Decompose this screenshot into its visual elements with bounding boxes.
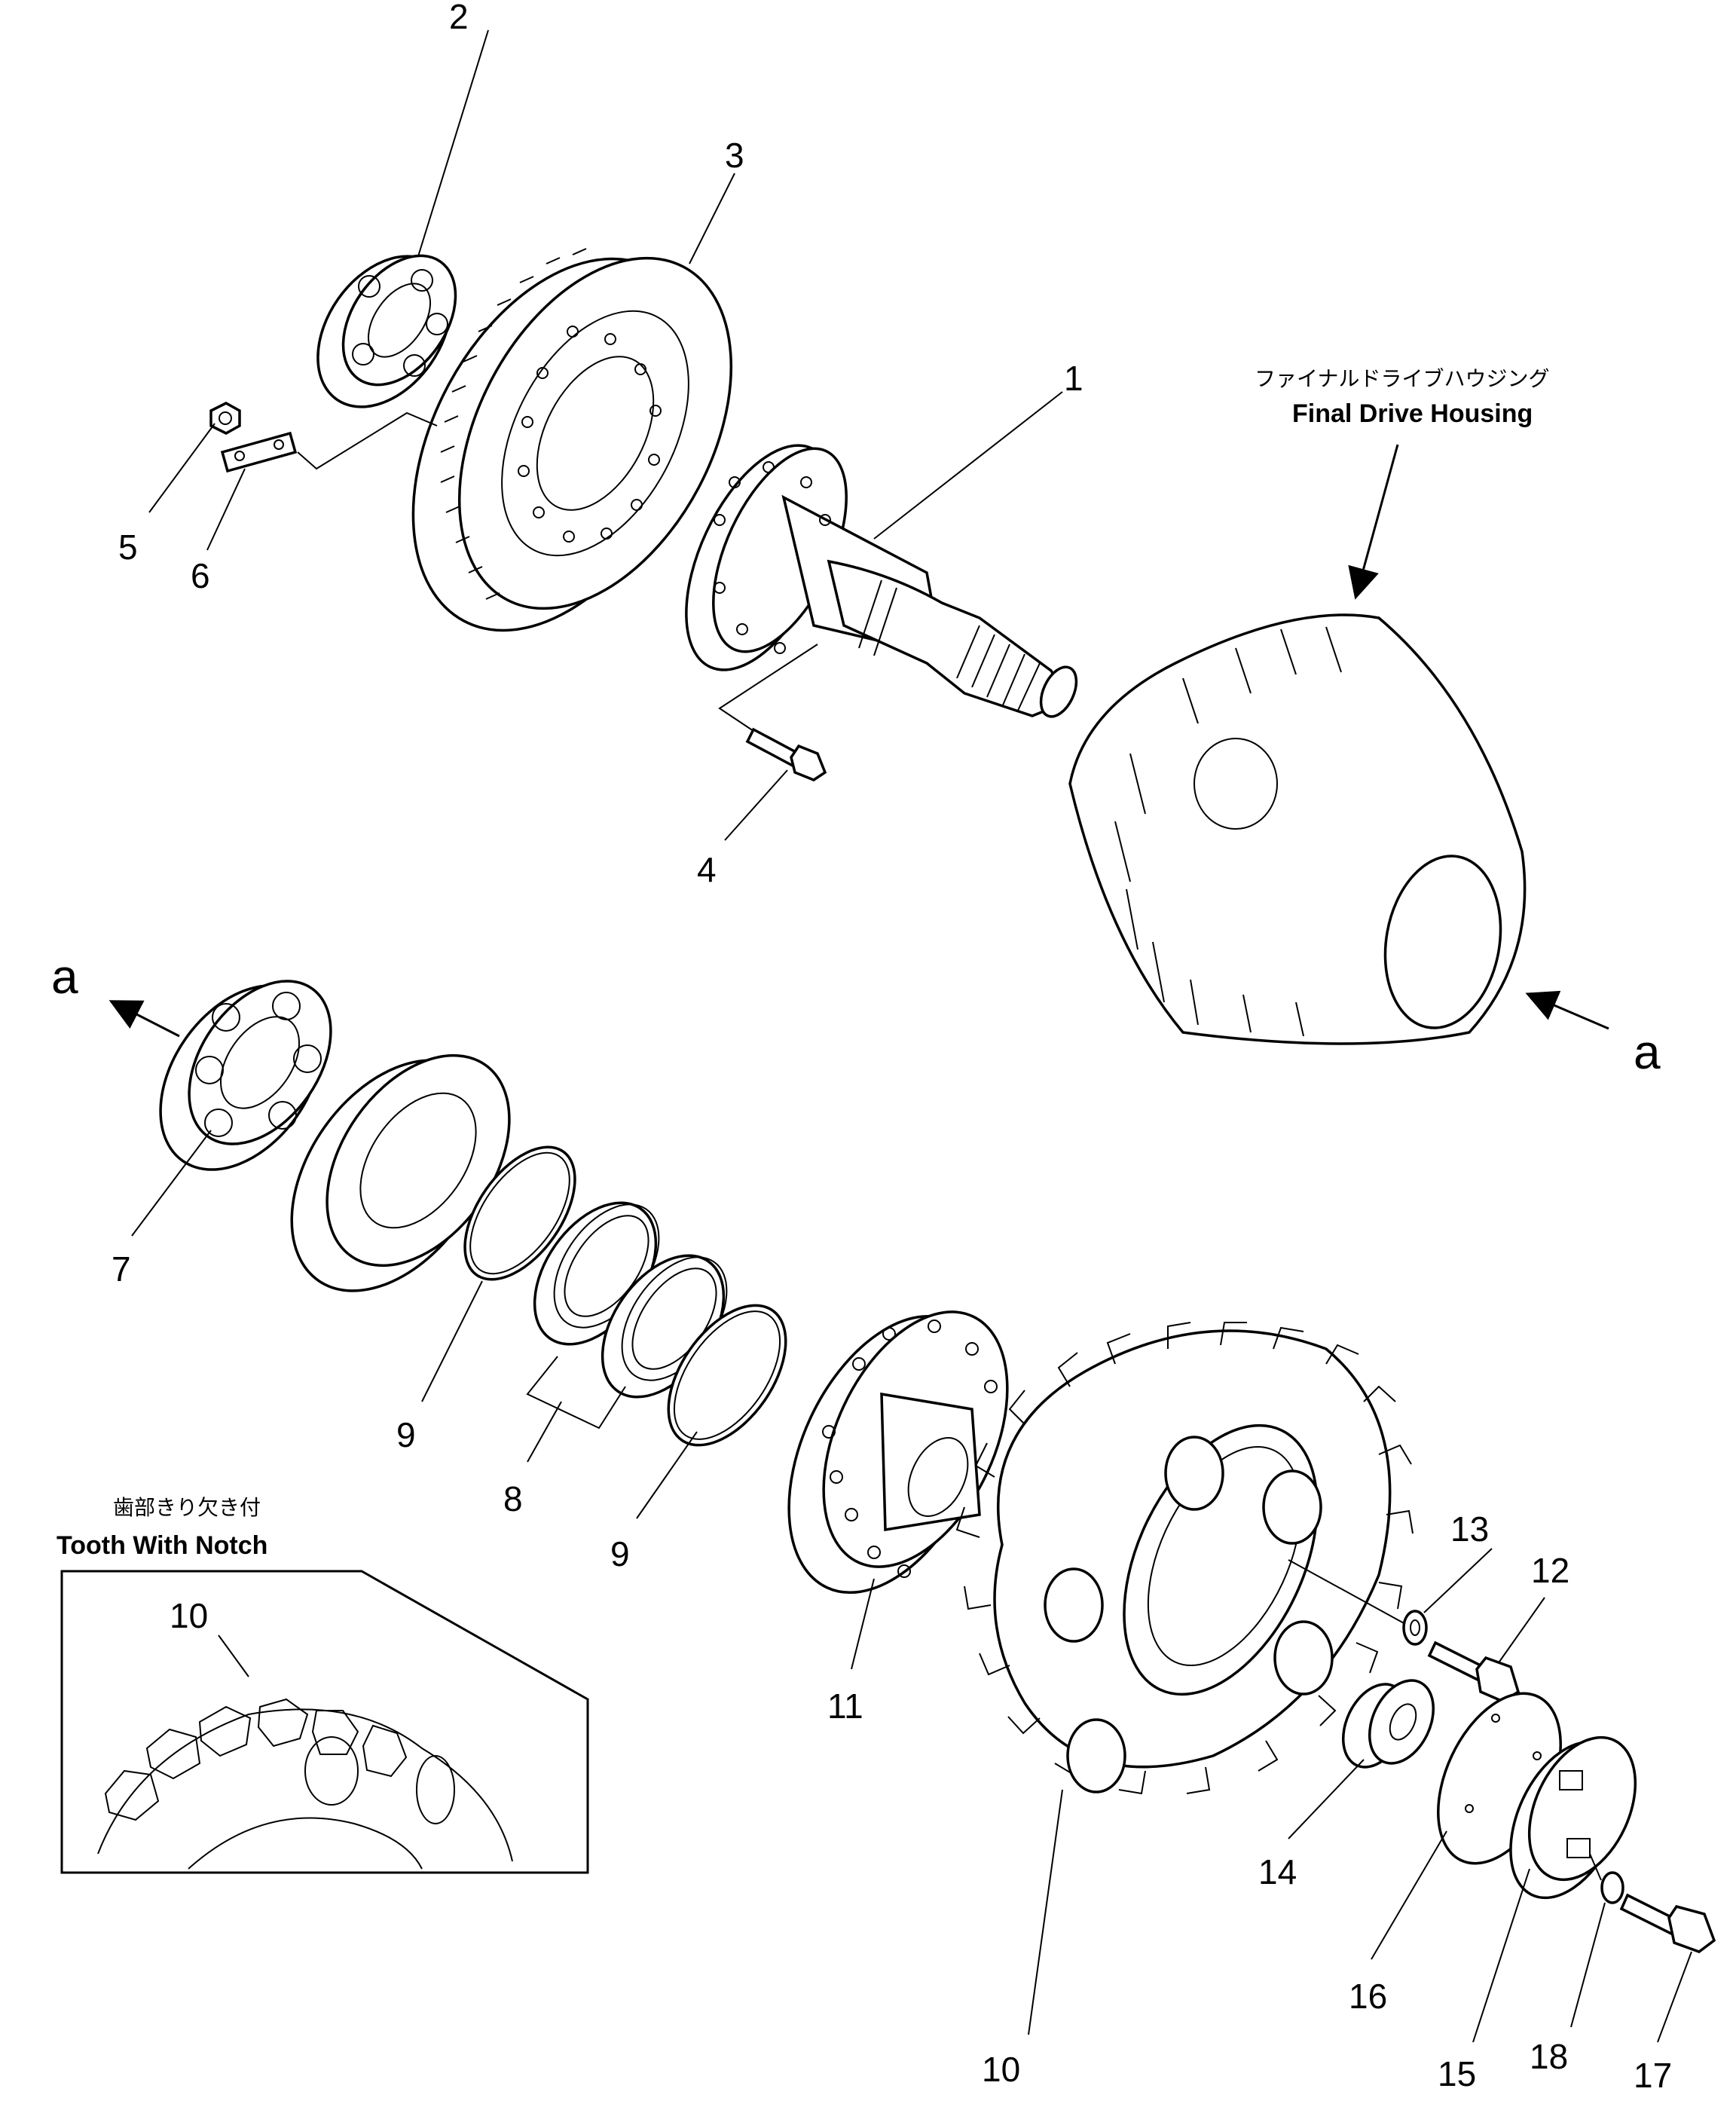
leader-sprocket-to-washer (1288, 1559, 1406, 1625)
leader-14 (1288, 1759, 1365, 1839)
leader-9b (636, 1431, 698, 1519)
hub-part-11 (787, 1310, 1009, 1595)
leader-4 (724, 769, 788, 841)
leader-17 (1657, 1951, 1692, 2043)
callout-12: 12 (1531, 1551, 1569, 1590)
callout-2: 2 (449, 0, 469, 36)
gear-part-3 (411, 248, 733, 632)
leader-10-inset (218, 1634, 249, 1677)
callout-3: 3 (725, 136, 744, 175)
leader-retainer-to-washer (1589, 1853, 1602, 1881)
callout-4: 4 (697, 850, 717, 889)
bearing-part-2 (316, 254, 457, 408)
callout-1: 1 (1064, 359, 1083, 398)
inset-sprocket-detail (97, 1698, 513, 1870)
callout-7: 7 (112, 1249, 131, 1289)
leader-2 (417, 29, 489, 257)
reference-arrow-right (1525, 990, 1609, 1030)
lock-plate-part-6 (220, 431, 298, 473)
leader-18 (1570, 1902, 1606, 2028)
callout-10-inset: 10 (170, 1596, 208, 1635)
seal-cage (290, 1053, 511, 1292)
leader-13 (1423, 1548, 1493, 1613)
callout-18: 18 (1530, 2037, 1568, 2076)
inset-label-en: Tooth With Notch (57, 1531, 267, 1560)
inset-tooth-with-notch (60, 1570, 589, 1874)
housing-arrow (1348, 444, 1399, 600)
leader-10 (1028, 1789, 1063, 2035)
callout-8: 8 (503, 1479, 523, 1518)
bracket-part-8 (526, 1356, 626, 1430)
leader-15 (1472, 1868, 1530, 2043)
callout-17: 17 (1634, 2056, 1672, 2095)
housing-label-jp: ファイナルドライブハウジング (1255, 366, 1549, 391)
callout-13: 13 (1450, 1509, 1489, 1549)
leader-3 (689, 173, 735, 265)
leader-1 (873, 391, 1063, 540)
bolt-part-4 (745, 727, 827, 781)
cap-part-14 (1341, 1679, 1435, 1769)
callout-11: 11 (827, 1686, 863, 1726)
bearing-part-7 (159, 980, 332, 1171)
washer-part-13 (1402, 1610, 1428, 1646)
bolt-part-12 (1427, 1641, 1521, 1703)
reference-label-left: a (51, 949, 78, 1004)
housing-label-en: Final Drive Housing (1292, 399, 1533, 428)
leader-16 (1371, 1830, 1447, 1960)
callout-6: 6 (191, 556, 210, 595)
reference-arrow-left (108, 1000, 180, 1038)
leader-7 (131, 1130, 212, 1237)
leader-5 (148, 423, 215, 513)
final-drive-housing (1068, 613, 1527, 1045)
reference-label-right: a (1634, 1025, 1661, 1079)
leader-11 (851, 1578, 875, 1670)
washer-part-18 (1600, 1871, 1624, 1904)
leader-12 (1499, 1597, 1545, 1662)
callout-9-upper: 9 (396, 1415, 416, 1454)
callout-5: 5 (118, 527, 138, 567)
callout-16: 16 (1349, 1977, 1387, 2016)
nut-part-5 (209, 402, 241, 435)
bolt-part-17 (1619, 1893, 1716, 1953)
leader-shaft-to-bolt (718, 644, 818, 732)
callout-9-lower: 9 (610, 1534, 630, 1573)
leader-6 (206, 468, 246, 551)
leader-8 (527, 1401, 562, 1463)
o-ring-part-9-lower (667, 1304, 787, 1447)
leader-gear-to-plate (297, 411, 438, 470)
o-ring-part-9-upper (463, 1145, 576, 1281)
callout-14: 14 (1258, 1852, 1297, 1891)
callout-10: 10 (982, 2050, 1020, 2089)
inset-label-jp: 歯部きり欠き付 (113, 1495, 261, 1520)
retainer-part-15 (1509, 1735, 1637, 1900)
sprocket-part-10 (955, 1322, 1414, 1795)
callout-15: 15 (1438, 2054, 1476, 2093)
shaft-part-1 (685, 444, 1078, 718)
leader-9a (421, 1280, 483, 1402)
